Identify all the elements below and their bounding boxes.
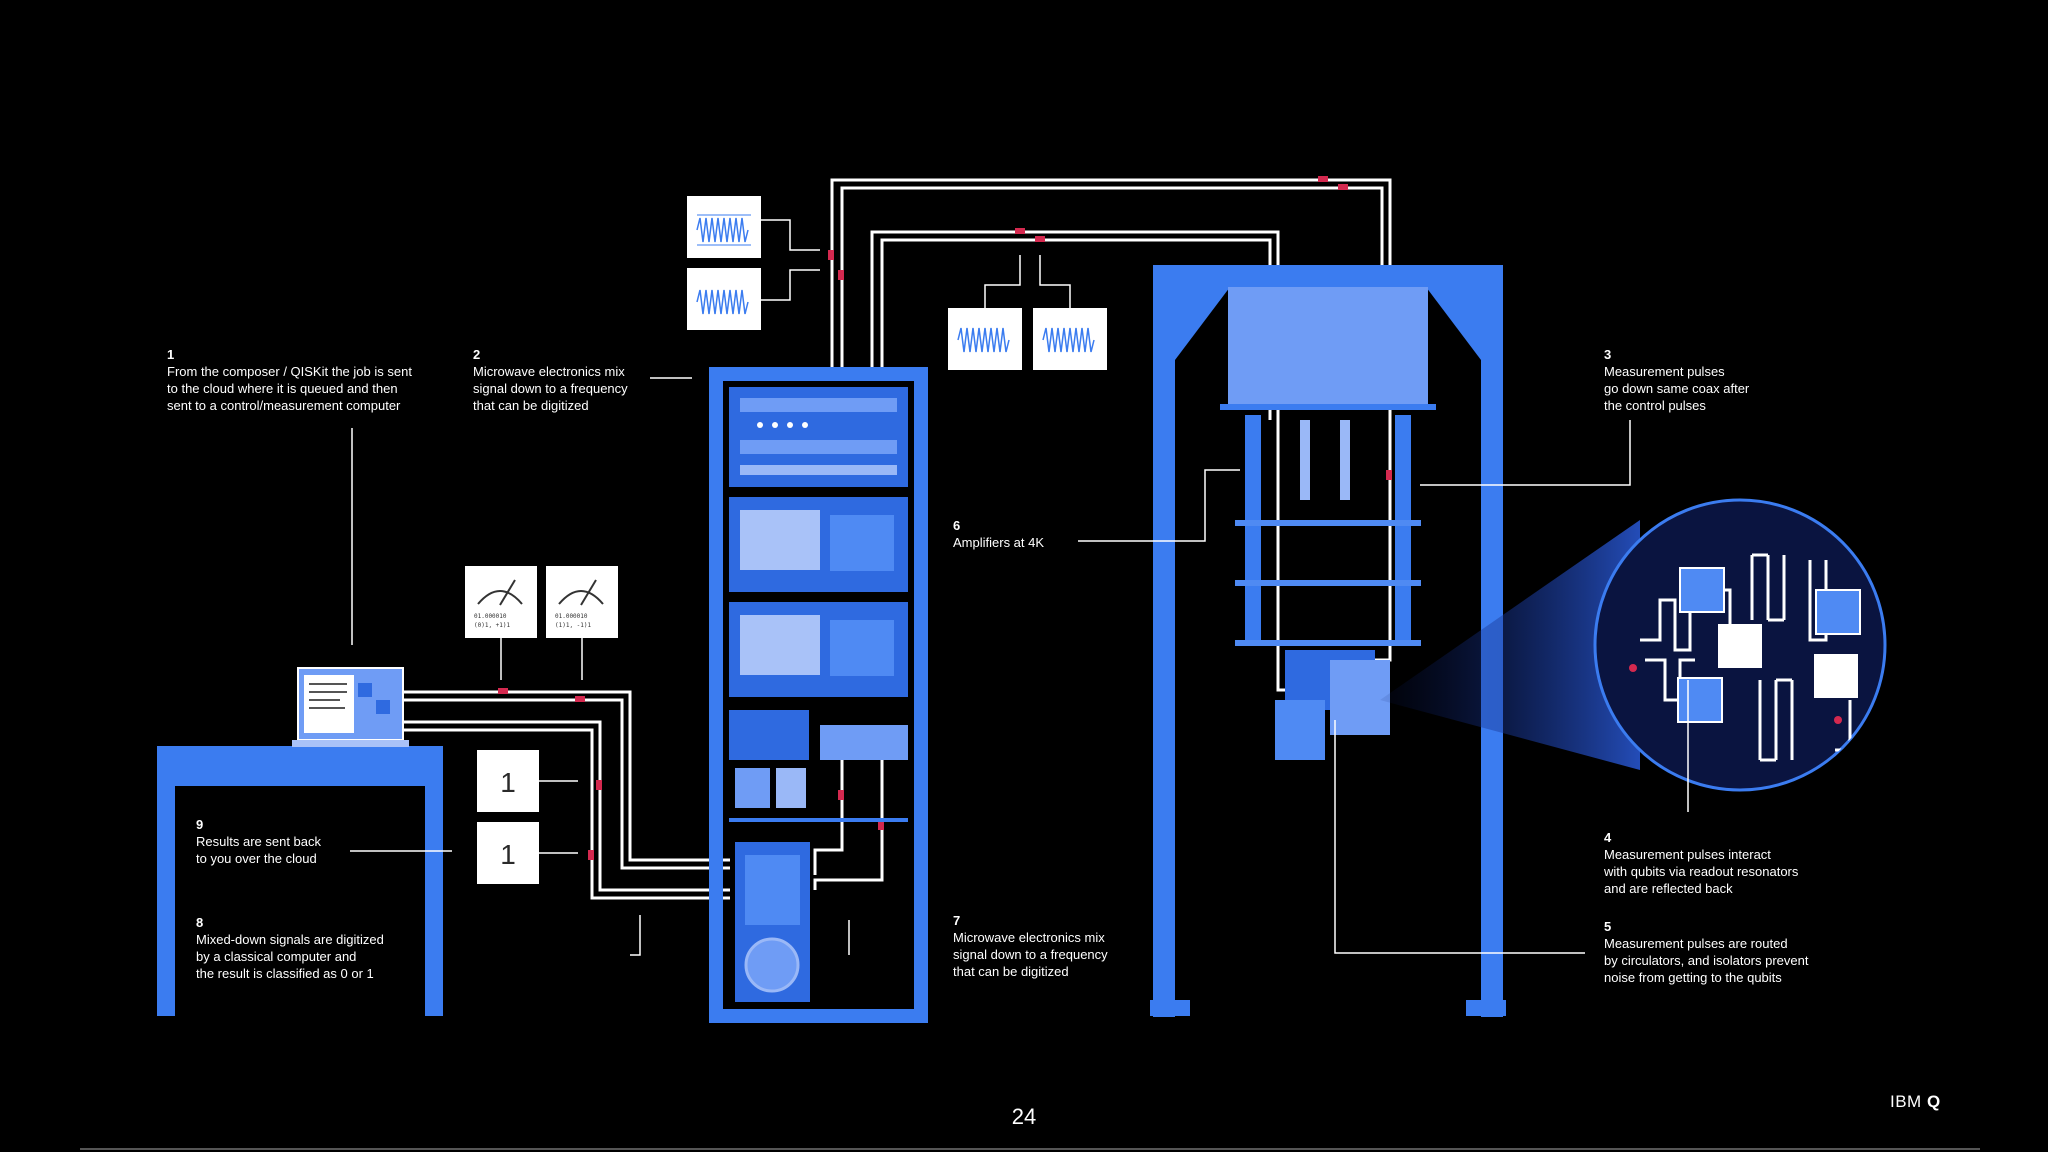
zoom-beam (1380, 520, 1640, 770)
step-number: 5 (1604, 919, 1612, 934)
waveform-monitor-left-top (687, 196, 761, 258)
result-card-1-value: 1 (500, 767, 516, 798)
step-number: 6 (953, 518, 961, 533)
step-description: From the composer / QISKit the job is se… (167, 364, 412, 413)
step-number: 1 (167, 347, 175, 362)
result-card-1: 1 (477, 750, 539, 812)
svg-text:(1)1, -1)1: (1)1, -1)1 (555, 622, 592, 629)
step-description: Measurement pulses go down same coax aft… (1604, 364, 1750, 413)
desk (157, 746, 443, 1016)
step-description: Measurement pulses interact with qubits … (1604, 847, 1799, 896)
meter-gauge-right: 01.000010 (1)1, -1)1 (546, 566, 618, 638)
result-card-2: 1 (477, 822, 539, 884)
leader-lines (350, 377, 1689, 956)
svg-text:01.000010: 01.000010 (474, 613, 507, 620)
brand-prefix: IBM (1890, 1092, 1922, 1111)
page-number: 24 (1011, 1104, 1037, 1129)
step-description: Amplifiers at 4K (953, 535, 1045, 550)
meter-gauge-left: 01.000010 (0)1, +1)1 (465, 566, 537, 638)
step-description: Results are sent back to you over the cl… (196, 834, 322, 866)
result-card-2-value: 1 (500, 839, 516, 870)
step-number: 4 (1604, 830, 1612, 845)
svg-text:01.000010: 01.000010 (555, 613, 588, 620)
waveform-monitor-left-bottom (687, 268, 761, 330)
waveform-monitor-mid-left (948, 308, 1022, 370)
laptop-icon (292, 667, 409, 747)
qubit-chip-zoom (1593, 498, 1887, 792)
step-4-label: 4 Measurement pulses interact with qubit… (1604, 829, 1884, 897)
ibm-q-logo: IBM Q (1890, 1092, 1941, 1112)
step-2-label: 2 Microwave electronics mix signal down … (473, 346, 673, 414)
step-description: Microwave electronics mix signal down to… (473, 364, 628, 413)
step-8-label: 8 Mixed-down signals are digitized by a … (196, 914, 456, 982)
footer-divider (80, 1148, 1980, 1150)
step-description: Mixed-down signals are digitized by a cl… (196, 932, 384, 981)
cryostat-plates (1220, 287, 1436, 760)
step-number: 9 (196, 817, 204, 832)
svg-text:(0)1, +1)1: (0)1, +1)1 (474, 622, 511, 629)
step-3-label: 3 Measurement pulses go down same coax a… (1604, 346, 1844, 414)
brand-suffix: Q (1926, 1092, 1941, 1111)
step-9-label: 9 Results are sent back to you over the … (196, 816, 396, 867)
step-7-label: 7 Microwave electronics mix signal down … (953, 912, 1173, 980)
step-number: 3 (1604, 347, 1612, 362)
step-1-label: 1 From the composer / QISKit the job is … (167, 346, 467, 414)
step-5-label: 5 Measurement pulses are routed by circu… (1604, 918, 1884, 986)
step-number: 8 (196, 915, 204, 930)
step-number: 7 (953, 913, 961, 928)
step-6-label: 6 Amplifiers at 4K (953, 517, 1093, 551)
step-number: 2 (473, 347, 481, 362)
waveform-monitor-mid-right (1033, 308, 1107, 370)
step-description: Microwave electronics mix signal down to… (953, 930, 1108, 979)
electronics-rack (709, 367, 928, 1023)
step-description: Measurement pulses are routed by circula… (1604, 936, 1809, 985)
